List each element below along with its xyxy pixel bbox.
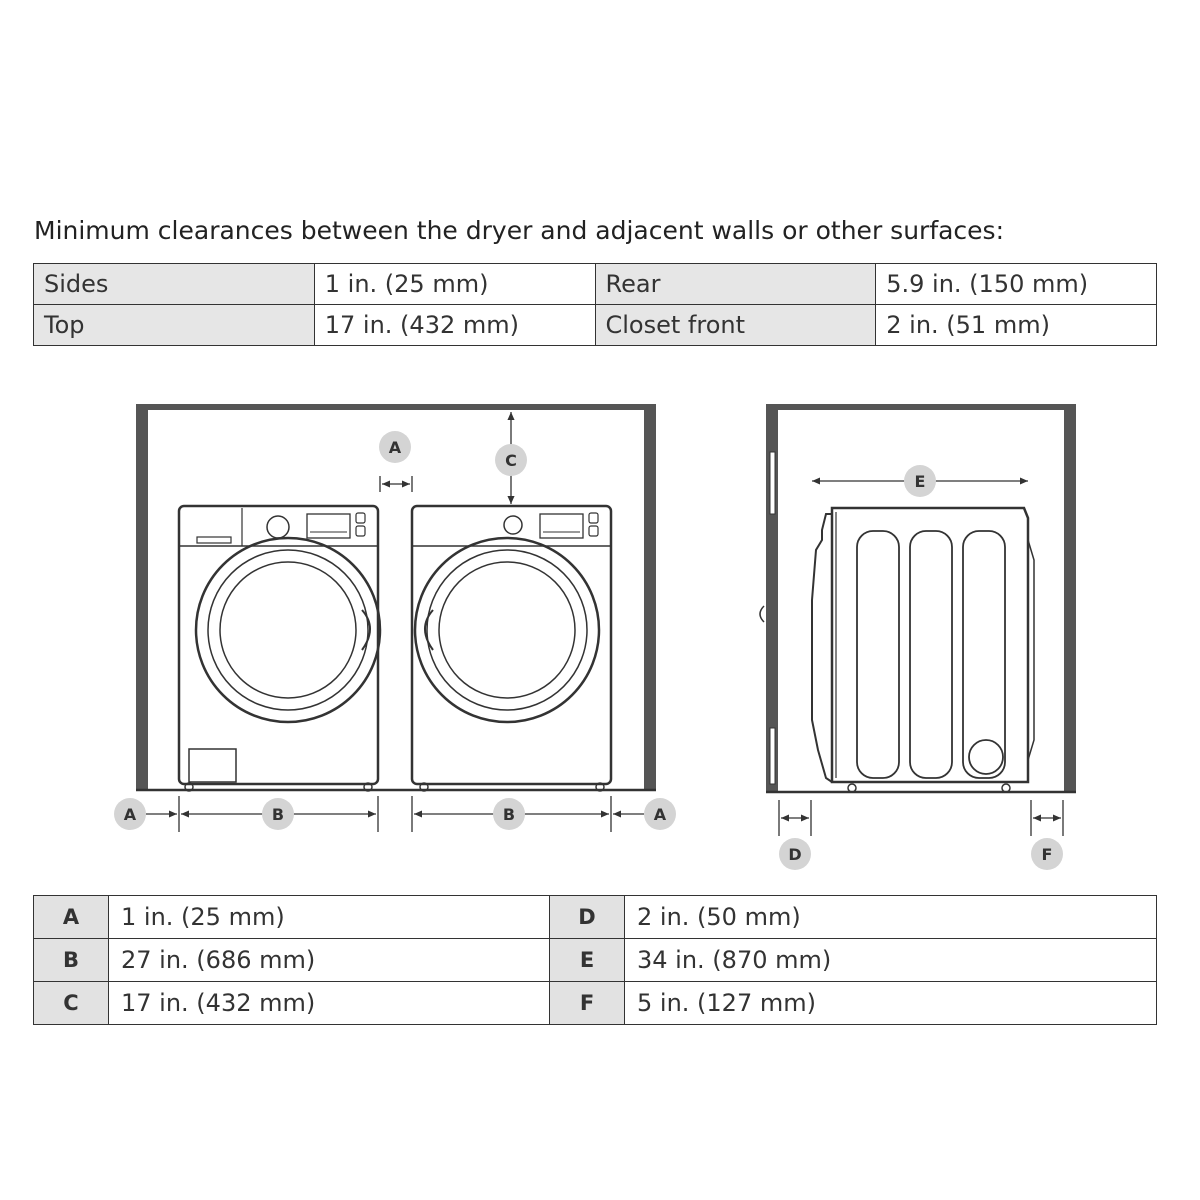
washer-front-view (177, 504, 382, 792)
legend-key: E (549, 938, 625, 982)
dryer-front-view (410, 504, 613, 792)
callout-f-label: F (1042, 845, 1053, 864)
legend-value: 1 in. (25 mm) (108, 895, 550, 939)
callout-b-label: B (503, 805, 515, 824)
legend-key: A (33, 895, 109, 939)
legend-key: C (33, 981, 109, 1025)
callout-e-label: E (915, 472, 926, 491)
legend-value: 34 in. (870 mm) (624, 938, 1157, 982)
legend-key: F (549, 981, 625, 1025)
callout-a-label: A (124, 805, 137, 824)
clearance-label: Closet front (594, 304, 877, 346)
callout-e: E (904, 465, 936, 497)
callout-a-right: A (644, 798, 676, 830)
legend-value: 17 in. (432 mm) (108, 981, 550, 1025)
table-row: B 27 in. (686 mm) E 34 in. (870 mm) (33, 938, 1157, 982)
dimension-legend-table: A 1 in. (25 mm) D 2 in. (50 mm) B 27 in.… (33, 895, 1157, 1025)
table-row: C 17 in. (432 mm) F 5 in. (127 mm) (33, 981, 1157, 1025)
callout-a-left: A (114, 798, 146, 830)
page-heading: Minimum clearances between the dryer and… (34, 216, 1005, 245)
front-view-enclosure (136, 404, 656, 792)
callout-c: C (495, 444, 527, 476)
legend-value: 27 in. (686 mm) (108, 938, 550, 982)
callout-b-left: B (262, 798, 294, 830)
clearance-label: Top (33, 304, 315, 346)
table-row: A 1 in. (25 mm) D 2 in. (50 mm) (33, 895, 1157, 939)
legend-value: 5 in. (127 mm) (624, 981, 1157, 1025)
dryer-side-view (811, 506, 1035, 793)
callout-d-label: D (788, 845, 801, 864)
legend-key: B (33, 938, 109, 982)
clearance-label: Sides (33, 263, 315, 305)
callout-b-label: B (272, 805, 284, 824)
clearance-value: 17 in. (432 mm) (313, 304, 596, 346)
callout-a-label: A (389, 438, 402, 457)
callout-f: F (1031, 838, 1063, 870)
table-row: Top 17 in. (432 mm) Closet front 2 in. (… (33, 304, 1157, 346)
callout-c-label: C (505, 451, 517, 470)
side-view-enclosure (759, 404, 1076, 794)
callout-d: D (779, 838, 811, 870)
legend-key: D (549, 895, 625, 939)
clearance-value: 5.9 in. (150 mm) (875, 263, 1157, 305)
table-row: Sides 1 in. (25 mm) Rear 5.9 in. (150 mm… (33, 263, 1157, 305)
callout-b-right: B (493, 798, 525, 830)
clearance-table: Sides 1 in. (25 mm) Rear 5.9 in. (150 mm… (33, 263, 1157, 346)
clearance-value: 2 in. (51 mm) (875, 304, 1157, 346)
legend-value: 2 in. (50 mm) (624, 895, 1157, 939)
callout-a-label: A (654, 805, 667, 824)
callout-a-top: A (379, 431, 411, 463)
